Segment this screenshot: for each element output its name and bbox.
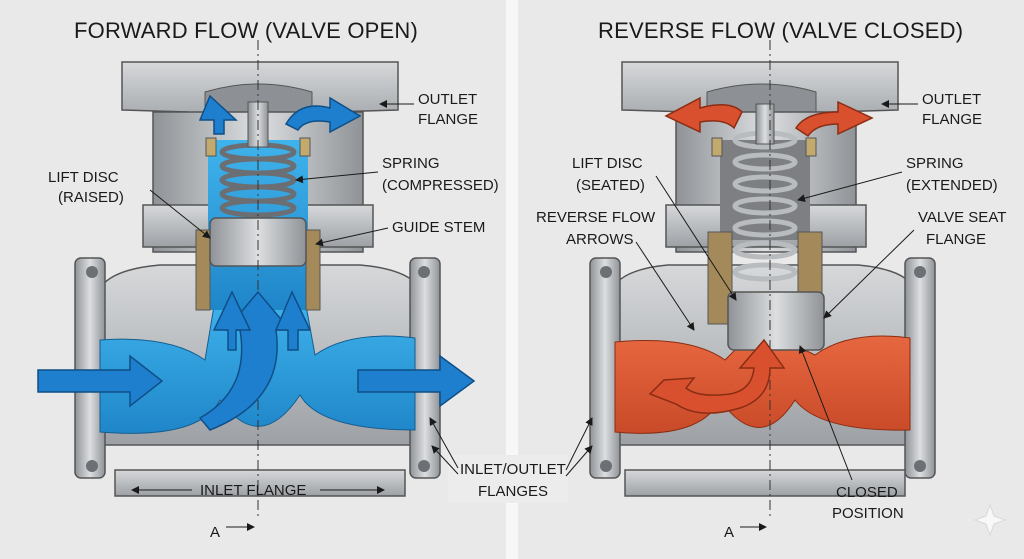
forward-spring-leader <box>295 171 379 184</box>
shared-leader-1 <box>429 417 459 469</box>
reverse-closed-label-1: CLOSED <box>836 484 898 501</box>
shared-label-bg <box>448 455 568 503</box>
reverse-lift-disc-leader <box>655 175 737 301</box>
top-right-reverse-arrow <box>794 100 874 138</box>
reverse-spring-leader <box>797 171 903 203</box>
reverse-outlet-label-2: FLANGE <box>922 111 982 128</box>
reverse-valve-body <box>589 40 936 520</box>
forward-outlet-label-1: OUTLET <box>418 91 477 108</box>
reverse-closed-leader <box>798 345 853 481</box>
forward-lift-disc-label-1: LIFT DISC <box>48 169 119 186</box>
shared-leader-3 <box>565 417 593 471</box>
reverse-valve-seat-label-2: FLANGE <box>926 231 986 248</box>
reverse-flow-leader <box>635 241 695 331</box>
forward-title: FORWARD FLOW (VALVE OPEN) <box>74 18 418 43</box>
forward-valve-body <box>74 40 441 520</box>
reverse-flow-label-2: ARROWS <box>566 231 634 248</box>
reverse-flow-arrows <box>648 96 874 414</box>
reverse-flow-label-1: REVERSE FLOW <box>536 209 656 226</box>
top-right-arrow <box>284 96 362 134</box>
circulating-arrow <box>648 338 786 414</box>
forward-spring-label-1: SPRING <box>382 155 440 172</box>
inner-left-arrow <box>212 290 252 351</box>
forward-guide-stem-label: GUIDE STEM <box>392 219 485 236</box>
panel-divider <box>506 0 518 559</box>
inner-right-arrow <box>274 290 312 351</box>
reverse-lift-disc-label-1: LIFT DISC <box>572 155 643 172</box>
reverse-valve-seat-leader <box>823 229 915 319</box>
forward-lift-disc-label-2: (RAISED) <box>58 189 124 206</box>
forward-guide-stem-leader <box>315 227 389 247</box>
inlet-outlet-label-1: INLET/OUTLET <box>460 461 566 478</box>
forward-outlet-label-2: FLANGE <box>418 111 478 128</box>
top-left-reverse-arrow <box>664 96 743 134</box>
reverse-spring-label-1: SPRING <box>906 155 964 172</box>
reverse-spring-label-2: (EXTENDED) <box>906 177 998 194</box>
inlet-outlet-label-2: FLANGES <box>478 483 548 500</box>
forward-section-marker: A <box>210 524 220 541</box>
reverse-closed-label-2: POSITION <box>832 505 904 522</box>
forward-spring-label-2: (COMPRESSED) <box>382 177 499 194</box>
reverse-valve-seat-label-1: VALVE SEAT <box>918 209 1006 226</box>
inlet-arrow <box>37 354 164 408</box>
top-left-arrow <box>198 94 238 135</box>
reverse-lift-disc-label-2: (SEATED) <box>576 177 645 194</box>
reverse-section-marker: A <box>724 524 734 541</box>
reverse-spring <box>732 130 798 282</box>
forward-lift-disc-leader <box>149 189 211 239</box>
shared-leader-2 <box>431 445 459 475</box>
inlet-flange-label: INLET FLANGE <box>200 482 306 499</box>
forward-flow-arrows <box>37 94 476 431</box>
reverse-outlet-label-1: OUTLET <box>922 91 981 108</box>
outlet-arrow <box>357 354 476 408</box>
reverse-title: REVERSE FLOW (VALVE CLOSED) <box>598 18 963 43</box>
sparkle-icon <box>973 503 1007 537</box>
shared-leader-4 <box>565 445 593 477</box>
